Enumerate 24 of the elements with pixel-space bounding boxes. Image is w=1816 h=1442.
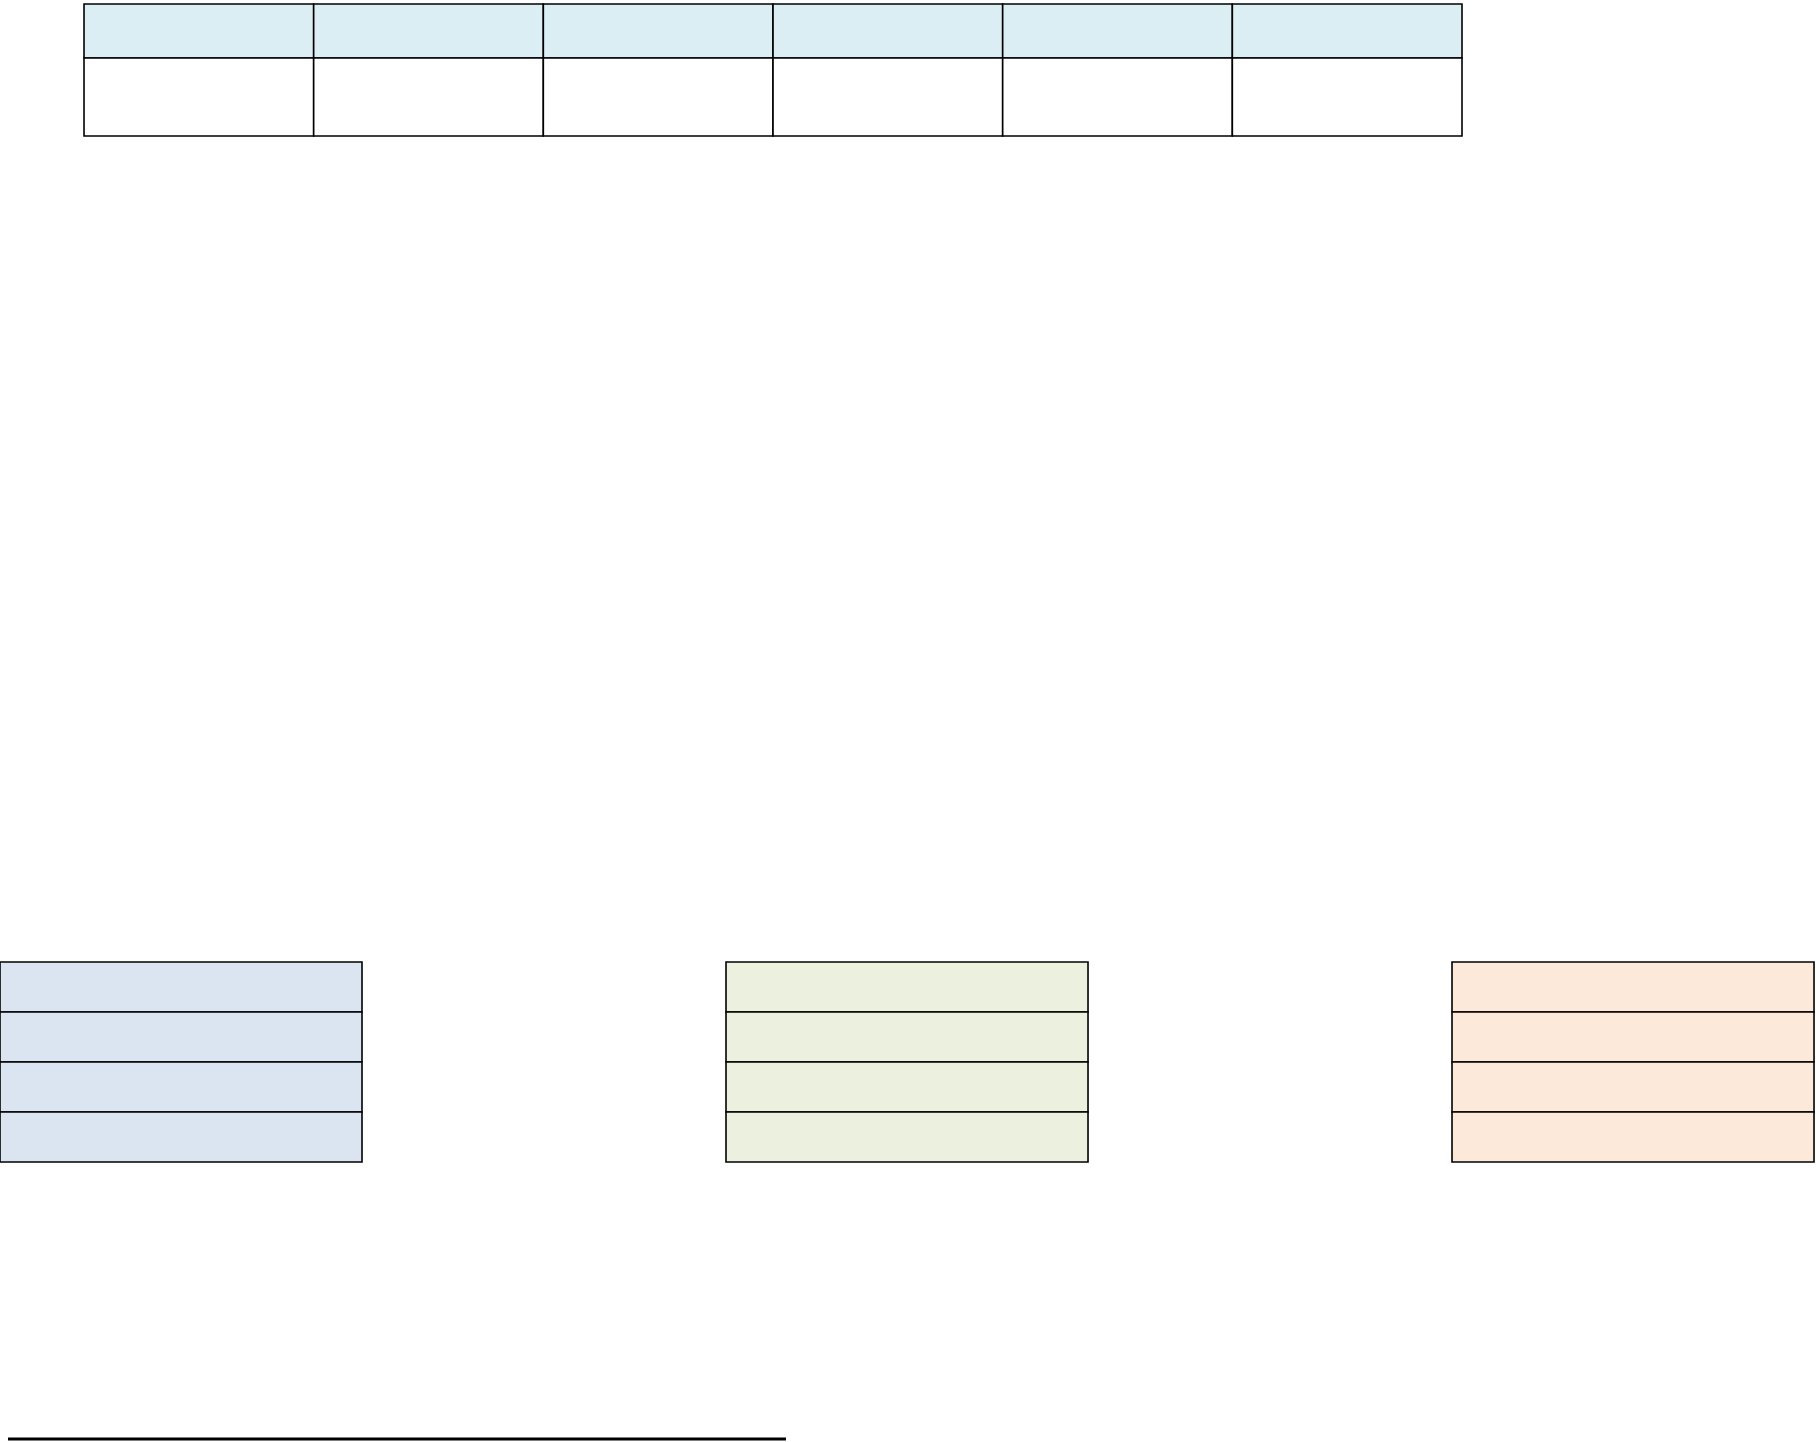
table-cell <box>0 1111 363 1163</box>
table-cell <box>312 3 545 59</box>
table-cell <box>772 3 1004 59</box>
table-cell <box>0 1011 363 1063</box>
table-cell <box>1001 3 1234 59</box>
table-cell <box>542 57 774 137</box>
table-cell <box>1231 57 1463 137</box>
table-cell <box>83 57 315 137</box>
table-cell <box>725 1061 1089 1113</box>
table-cell <box>725 1111 1089 1163</box>
table-cell <box>1451 1011 1815 1063</box>
table-cell <box>0 1061 363 1113</box>
table-cell <box>1451 1111 1815 1163</box>
table-cell <box>312 57 545 137</box>
table-cell <box>725 961 1089 1013</box>
table-cell <box>772 57 1004 137</box>
table-cell <box>0 961 363 1013</box>
table-cell <box>542 3 774 59</box>
table-cell <box>1451 1061 1815 1113</box>
table-cell <box>725 1011 1089 1063</box>
table-cell <box>1001 57 1234 137</box>
table-cell <box>1231 3 1463 59</box>
table-cell <box>1451 961 1815 1013</box>
table-cell <box>83 3 315 59</box>
